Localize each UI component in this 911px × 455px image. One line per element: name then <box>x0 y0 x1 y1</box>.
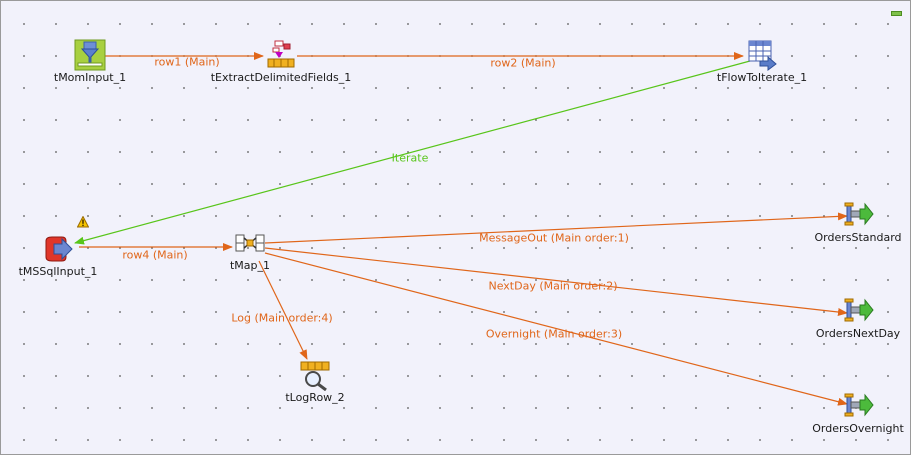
link-label-overnight[interactable]: Overnight (Main order:3) <box>485 327 623 341</box>
component-label: tFlowToIterate_1 <box>716 71 808 84</box>
link-label-message-out[interactable]: MessageOut (Main order:1) <box>479 231 629 245</box>
extract-fields-icon <box>267 40 295 68</box>
pipe-output-icon <box>844 298 874 322</box>
link-label-row4[interactable]: row4 (Main) <box>122 248 188 262</box>
link-label-row1[interactable]: row1 (Main) <box>154 55 220 69</box>
component-label: OrdersStandard <box>814 231 902 244</box>
link-label-next-day[interactable]: NextDay (Main order:2) <box>488 279 618 293</box>
link-next-day[interactable] <box>264 247 848 316</box>
component-label: OrdersNextDay <box>815 327 901 340</box>
link-overnight[interactable] <box>264 252 848 406</box>
table-iterate-icon <box>748 40 777 71</box>
overview-toggle[interactable] <box>891 11 902 16</box>
link-message-out[interactable] <box>264 212 848 244</box>
component-label: tExtractDelimitedFields_1 <box>210 71 352 84</box>
link-iterate[interactable] <box>74 60 751 245</box>
pipe-output-icon <box>844 393 874 417</box>
message-queue-input-icon <box>74 39 106 71</box>
component-label: tMSSqlInput_1 <box>18 265 98 278</box>
link-label-row2[interactable]: row2 (Main) <box>490 56 556 70</box>
mapping-icon <box>235 234 265 252</box>
warning-icon[interactable] <box>77 216 89 228</box>
component-label: tMap_1 <box>229 259 271 272</box>
pipe-output-icon <box>844 202 874 226</box>
link-log[interactable] <box>258 260 308 360</box>
component-label: tMomInput_1 <box>53 71 127 84</box>
component-label: OrdersOvernight <box>812 422 904 435</box>
link-label-iterate[interactable]: Iterate <box>391 151 429 165</box>
component-label: tLogRow_2 <box>285 391 345 404</box>
database-input-icon <box>45 236 73 262</box>
log-magnifier-icon <box>300 361 330 391</box>
link-label-log[interactable]: Log (Main order:4) <box>231 311 333 325</box>
